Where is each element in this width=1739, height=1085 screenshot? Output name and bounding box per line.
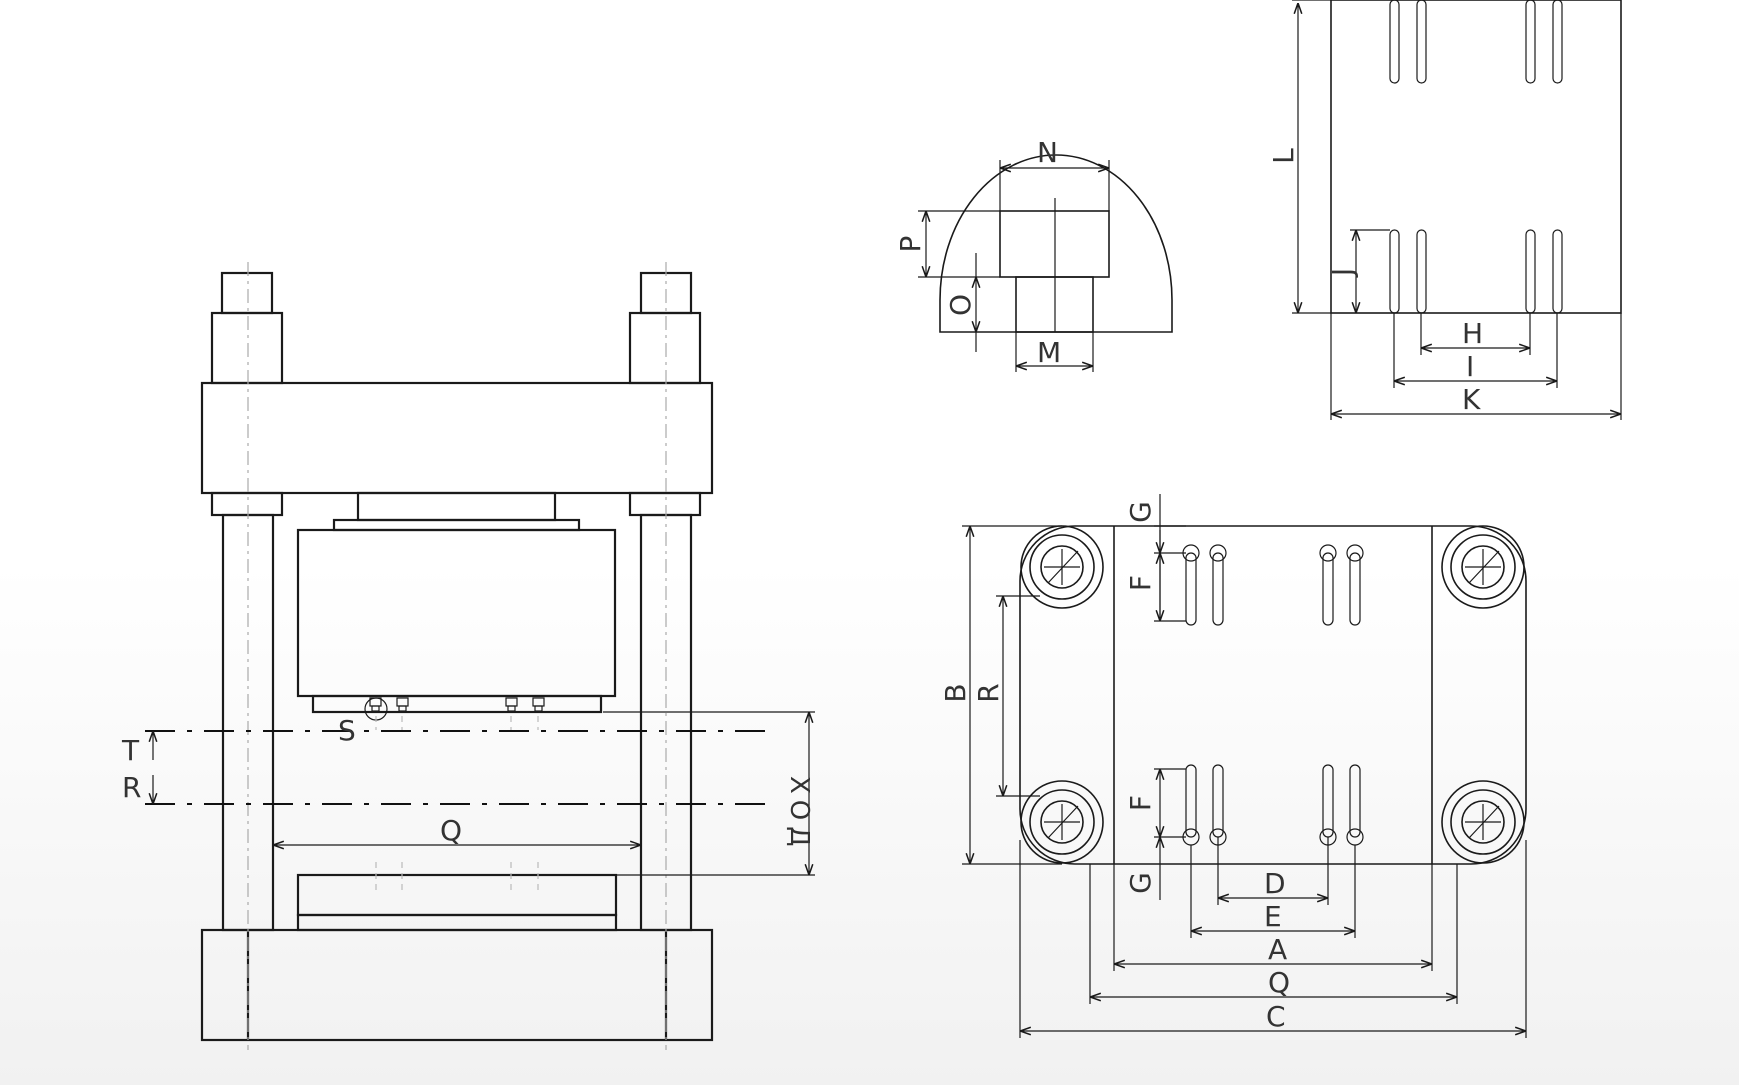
label-T: T xyxy=(121,734,140,767)
label-G-top: G xyxy=(1124,501,1157,523)
column-boss-top-right xyxy=(1441,525,1525,609)
label-E: E xyxy=(1264,900,1282,933)
right-lower-nut xyxy=(628,491,702,517)
label-F-top: F xyxy=(1124,575,1157,591)
label-H: H xyxy=(1462,317,1483,350)
slot-layout-view: L J H I K xyxy=(1267,0,1622,420)
label-C: C xyxy=(1266,1000,1286,1033)
label-S: S xyxy=(338,714,356,747)
column-boss-bottom-left xyxy=(1020,780,1104,864)
lower-slots xyxy=(1389,229,1563,314)
label-F-bottom: F xyxy=(1124,795,1157,811)
label-Q-plan: Q xyxy=(1268,966,1290,999)
label-B: B xyxy=(939,683,972,702)
label-I: I xyxy=(1466,350,1474,383)
label-P: P xyxy=(894,236,927,253)
bolster-plate xyxy=(296,913,618,932)
label-A: A xyxy=(1268,933,1287,966)
top-plate xyxy=(200,381,714,495)
label-Q-front: Q xyxy=(440,814,462,847)
label-M: M xyxy=(1037,336,1061,369)
label-D: D xyxy=(1264,867,1286,900)
upper-die-plate xyxy=(311,694,603,714)
label-R-plan: R xyxy=(972,683,1005,702)
label-G-bottom: G xyxy=(1124,872,1157,894)
left-column-cap xyxy=(220,271,274,315)
label-R-front: R xyxy=(122,771,141,804)
plan-view: G F F G B R D E A Q xyxy=(939,494,1527,1038)
left-lower-nut xyxy=(210,491,284,517)
plan-slots-lower xyxy=(1182,764,1364,846)
slot-layout-outline xyxy=(1330,0,1622,314)
base-plate xyxy=(200,928,714,1042)
column-boss-bottom-right xyxy=(1441,780,1525,864)
label-K: K xyxy=(1462,383,1481,416)
left-column-nut xyxy=(210,311,284,385)
plan-slots-upper xyxy=(1182,544,1364,626)
section-outline xyxy=(939,154,1173,333)
column-boss-top-left xyxy=(1020,525,1104,609)
lower-die xyxy=(296,873,618,917)
ram-neck xyxy=(356,491,557,522)
label-J: J xyxy=(1326,268,1359,278)
front-view: T R S ХОД Q xyxy=(121,262,815,1050)
upper-slots xyxy=(1389,0,1563,84)
slide-block xyxy=(296,528,617,698)
svg-text:ХОД: ХОД xyxy=(784,776,814,853)
label-stroke: ХОД xyxy=(784,776,814,853)
slot-studs xyxy=(364,697,545,721)
slot-section-view: N P O M xyxy=(894,136,1173,372)
plan-outline xyxy=(1019,525,1527,865)
label-L: L xyxy=(1267,148,1300,164)
label-N: N xyxy=(1037,136,1058,169)
right-column-nut xyxy=(628,311,702,385)
ram-flange xyxy=(332,518,581,532)
label-O: O xyxy=(944,294,977,316)
